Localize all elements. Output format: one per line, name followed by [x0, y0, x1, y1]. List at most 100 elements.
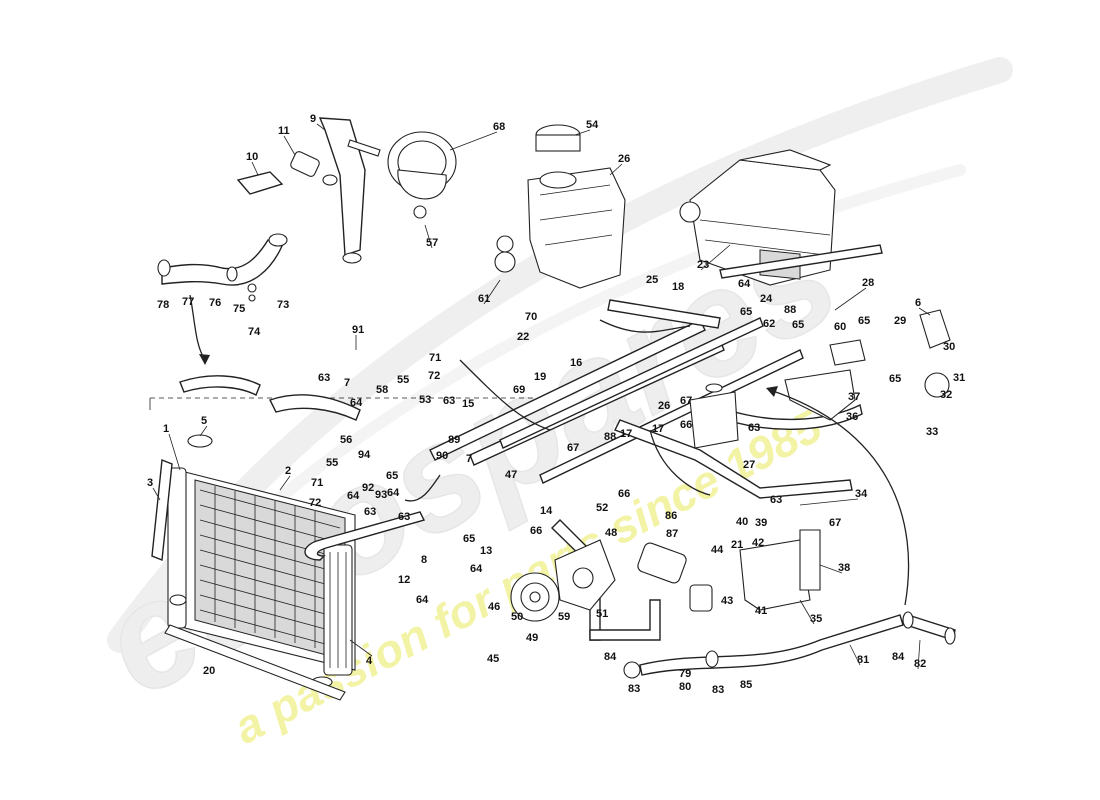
- callout-54: 53: [419, 394, 431, 406]
- callout-82: 82: [914, 658, 926, 670]
- leader-curves: [189, 294, 910, 606]
- callout-14: 14: [540, 505, 553, 517]
- callout-64f: 64: [347, 490, 360, 502]
- callout-43: 42: [752, 537, 764, 549]
- callout-4: 4: [366, 655, 373, 667]
- leader-ticks: [152, 123, 931, 670]
- callout-64: 63: [318, 372, 330, 384]
- callout-65c: 65: [792, 319, 804, 331]
- heater-box: [679, 149, 836, 286]
- callout-64e: 64: [416, 594, 429, 606]
- callout-38: 37: [848, 391, 860, 403]
- callout-91: 91: [352, 324, 364, 336]
- callout-64d: 64: [470, 563, 483, 575]
- callout-2: 2: [285, 465, 291, 477]
- callout-35: 34: [855, 488, 868, 500]
- callout-48: 47: [505, 469, 517, 481]
- expansion-tank: [494, 124, 626, 289]
- callout-29: 29: [894, 315, 906, 327]
- filter-unit: [637, 383, 821, 612]
- callout-12: 12: [398, 574, 410, 586]
- callout-5: 5: [201, 415, 207, 427]
- callout-52: 51: [596, 608, 608, 620]
- upper-hose-group: [157, 117, 381, 302]
- callout-65f: 65: [386, 470, 398, 482]
- callout-94: 94: [358, 449, 371, 461]
- callout-55: 54: [586, 119, 599, 131]
- callout-76: 76: [209, 297, 221, 309]
- callout-18: 18: [672, 281, 684, 293]
- callout-26: 26: [618, 153, 630, 165]
- callout-36: 35: [810, 613, 822, 625]
- callout-19: 19: [534, 371, 546, 383]
- callout-60: 59: [558, 611, 570, 623]
- callout-47: 46: [488, 601, 500, 613]
- callout-63f: 63: [770, 494, 782, 506]
- callout-55b: 55: [326, 457, 338, 469]
- callout-39: 38: [838, 562, 850, 574]
- callout-57: 56: [340, 434, 352, 446]
- callout-59: 58: [376, 384, 388, 396]
- callout-88b: 88: [784, 304, 796, 316]
- callout-68: 68: [493, 121, 505, 133]
- callout-67c: 67: [829, 517, 841, 529]
- callout-63d: 63: [364, 506, 376, 518]
- callout-65e: 65: [889, 373, 901, 385]
- callout-72: 72: [428, 370, 440, 382]
- callout-13: 13: [480, 545, 492, 557]
- callout-32: 32: [940, 389, 952, 401]
- callout-37: 36: [846, 411, 858, 423]
- callout-64b: 64: [350, 397, 363, 409]
- callout-66b: 66: [530, 525, 542, 537]
- callout-49: 48: [605, 527, 617, 539]
- callout-58: 57: [426, 237, 438, 249]
- callout-31: 31: [953, 372, 965, 384]
- callout-61: 60: [834, 321, 846, 333]
- callout-83: 83: [628, 683, 640, 695]
- callout-84b: 84: [892, 651, 905, 663]
- callout-70: 70: [525, 311, 537, 323]
- callout-74: 74: [248, 326, 261, 338]
- callout-87: 87: [666, 528, 678, 540]
- callout-77: 77: [182, 296, 194, 308]
- callout-33: 33: [926, 426, 938, 438]
- callout-64c: 64: [387, 487, 400, 499]
- callout-69: 69: [513, 384, 525, 396]
- callout-56: 55: [397, 374, 409, 386]
- callout-84: 84: [604, 651, 617, 663]
- callout-88: 88: [604, 431, 616, 443]
- callout-22: 22: [517, 331, 529, 343]
- callout-16: 16: [570, 357, 582, 369]
- callout-42: 41: [755, 605, 767, 617]
- callout-71: 71: [429, 352, 441, 364]
- callout-1: 1: [163, 423, 169, 435]
- callout-71b: 71: [311, 477, 323, 489]
- callout-25: 25: [646, 274, 658, 286]
- callout-15: 15: [462, 398, 474, 410]
- callout-30: 30: [943, 341, 955, 353]
- radiator-assembly: [149, 397, 560, 701]
- callout-73: 73: [277, 299, 289, 311]
- callout-65d: 65: [858, 315, 870, 327]
- right-bracket: [784, 309, 951, 421]
- callout-63c: 63: [748, 422, 760, 434]
- callout-93: 93: [375, 489, 387, 501]
- callout-17b: 17: [620, 428, 632, 440]
- callout-66: 65: [463, 533, 475, 545]
- callout-7b: 7: [466, 453, 472, 465]
- callout-45: 44: [711, 544, 724, 556]
- callout-86: 86: [665, 510, 677, 522]
- callout-10: 10: [246, 151, 258, 163]
- callout-89: 89: [448, 434, 460, 446]
- callout-26b: 26: [658, 400, 670, 412]
- callout-23: 23: [697, 259, 709, 271]
- callout-40: 39: [755, 517, 767, 529]
- callout-78: 78: [157, 299, 169, 311]
- callout-9: 9: [310, 113, 316, 125]
- callout-11: 11: [278, 125, 290, 137]
- callout-44: 43: [721, 595, 733, 607]
- callout-27: 27: [743, 459, 755, 471]
- callout-6: 6: [915, 297, 921, 309]
- water-pump: [510, 539, 616, 622]
- callout-50: 49: [526, 632, 538, 644]
